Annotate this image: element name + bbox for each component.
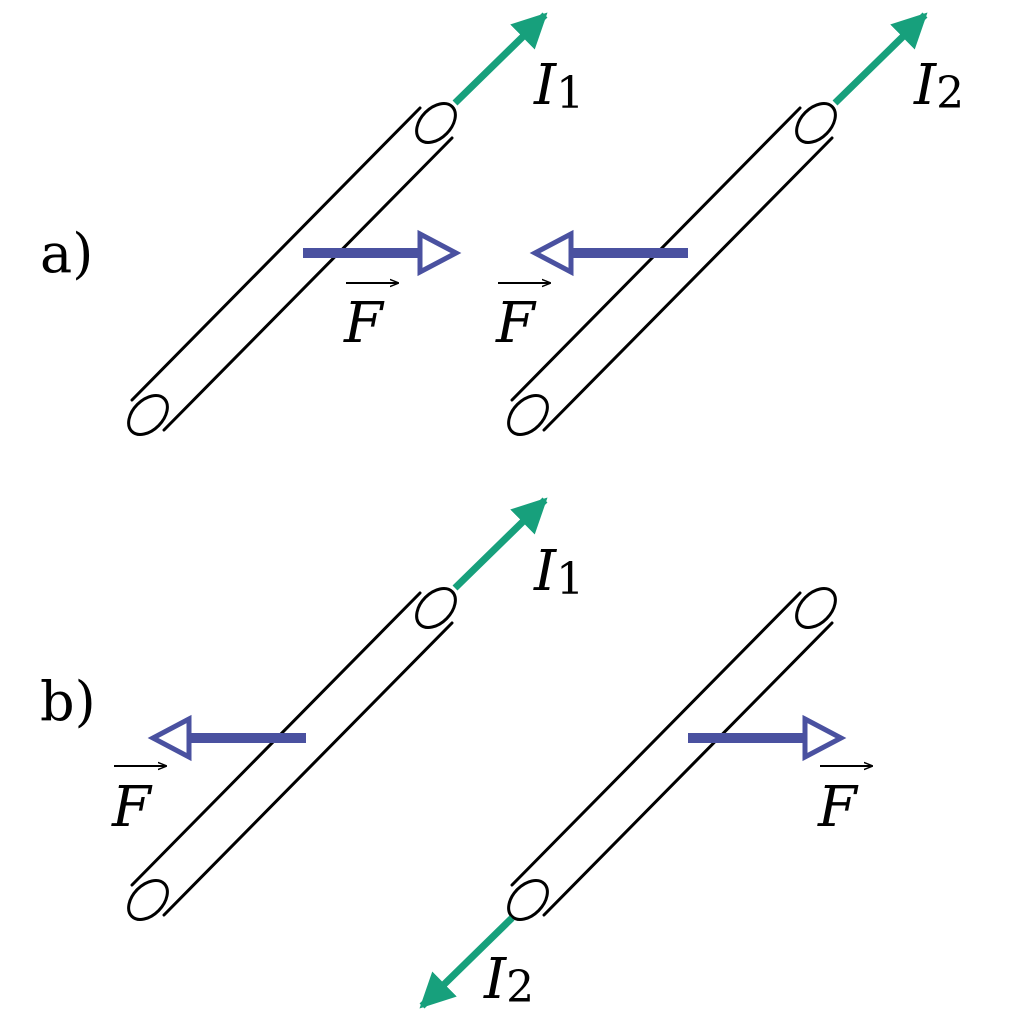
panel-a: a) I1 I2 F bbox=[40, 12, 964, 436]
svg-text:F: F bbox=[817, 775, 859, 840]
panel-a-current-1-label: I1 bbox=[533, 53, 584, 119]
panel-a-wire-1 bbox=[127, 102, 457, 436]
panel-b-label: b) bbox=[40, 670, 96, 733]
panel-b-force-arrow-2 bbox=[688, 714, 847, 762]
panel-b-current-1-label: I1 bbox=[533, 539, 584, 605]
panel-a-label: a) bbox=[40, 222, 93, 285]
panel-a-force-arrow-2 bbox=[529, 229, 688, 277]
panel-a-force-2-label: F bbox=[495, 283, 550, 356]
panel-b-wire-2 bbox=[507, 587, 837, 921]
svg-text:F: F bbox=[495, 291, 537, 356]
panel-b: b) I1 I2 F bbox=[40, 497, 872, 1013]
panel-b-force-arrow-1 bbox=[147, 714, 306, 762]
panel-a-wire-2 bbox=[507, 102, 837, 436]
panel-a-force-1-label: F bbox=[343, 283, 398, 356]
svg-text:F: F bbox=[111, 775, 153, 840]
panel-a-force-arrow-1 bbox=[303, 229, 462, 277]
panel-b-current-1-arrow bbox=[452, 497, 548, 591]
panel-b-wire-1 bbox=[127, 587, 457, 921]
panel-b-current-2-label: I2 bbox=[483, 947, 534, 1013]
svg-text:F: F bbox=[343, 291, 385, 356]
panel-b-force-2-label: F bbox=[817, 766, 872, 840]
panel-a-current-2-arrow bbox=[832, 12, 928, 106]
panel-a-current-1-arrow bbox=[452, 12, 548, 106]
panel-b-current-2-arrow bbox=[419, 915, 515, 1009]
panel-a-current-2-label: I2 bbox=[913, 53, 964, 119]
panel-b-force-1-label: F bbox=[111, 766, 166, 840]
